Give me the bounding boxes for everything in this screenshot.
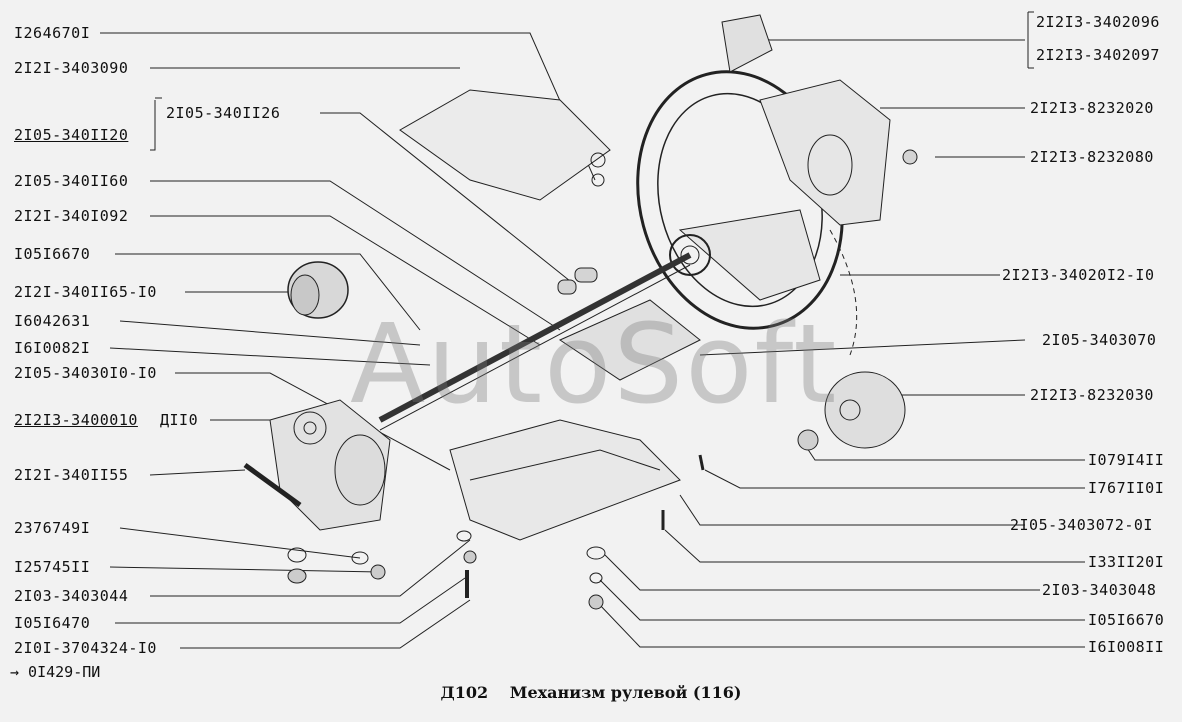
figure-caption: Д102 Механизм рулевой (116) <box>0 683 1182 702</box>
part-label: 2I2I-340I092 <box>14 207 129 225</box>
part-label: I6042631 <box>14 312 91 330</box>
part-label: 2I2I-340II55 <box>14 466 129 484</box>
part-label: I6I0082I <box>14 339 91 357</box>
figure-title: Механизм рулевой (116) <box>509 683 742 702</box>
part-label: 2I05-34030I0-I0 <box>14 364 157 382</box>
part-label: 2I2I3-3402097 <box>1036 46 1160 64</box>
part-label: I05I6470 <box>14 614 91 632</box>
part-label: 2I2I3-8232080 <box>1030 148 1154 166</box>
part-label: 2I2I3-8232030 <box>1030 386 1154 404</box>
part-label: 2I03-3403044 <box>14 587 129 605</box>
part-label: I25745II <box>14 558 91 576</box>
footer-reference: → 0I429-ПИ <box>10 663 101 681</box>
part-label: 2I2I-3403090 <box>14 59 129 77</box>
part-label: 2I05-340II60 <box>14 172 129 190</box>
part-label: I079I4II <box>1088 451 1165 469</box>
part-label: 2I2I-340II65-I0 <box>14 283 157 301</box>
part-label: 2I0I-3704324-I0 <box>14 639 157 657</box>
part-label: 2I2I3-3400010 <box>14 411 138 429</box>
part-label: I264670I <box>14 24 91 42</box>
part-label: 2I05-3403072-0I <box>1010 516 1153 534</box>
part-label: 2I2I3-8232020 <box>1030 99 1154 117</box>
part-label: I33II20I <box>1088 553 1165 571</box>
figure-code: Д102 <box>440 683 489 702</box>
part-label: 2I2I3-34020I2-I0 <box>1002 266 1155 284</box>
part-label: 2I03-3403048 <box>1042 581 1157 599</box>
part-label: I05I6670 <box>1088 611 1165 629</box>
part-label: I767II0I <box>1088 479 1165 497</box>
part-label: I05I6670 <box>14 245 91 263</box>
part-label: I6I008II <box>1088 638 1165 656</box>
part-label-suffix: ДII0 <box>160 411 199 429</box>
part-label: 2I2I3-3402096 <box>1036 13 1160 31</box>
part-label: 2I05-340II20 <box>14 126 129 144</box>
part-label: 2I05-340II26 <box>166 104 281 122</box>
part-label: 2376749I <box>14 519 91 537</box>
part-label: 2I05-3403070 <box>1042 331 1157 349</box>
